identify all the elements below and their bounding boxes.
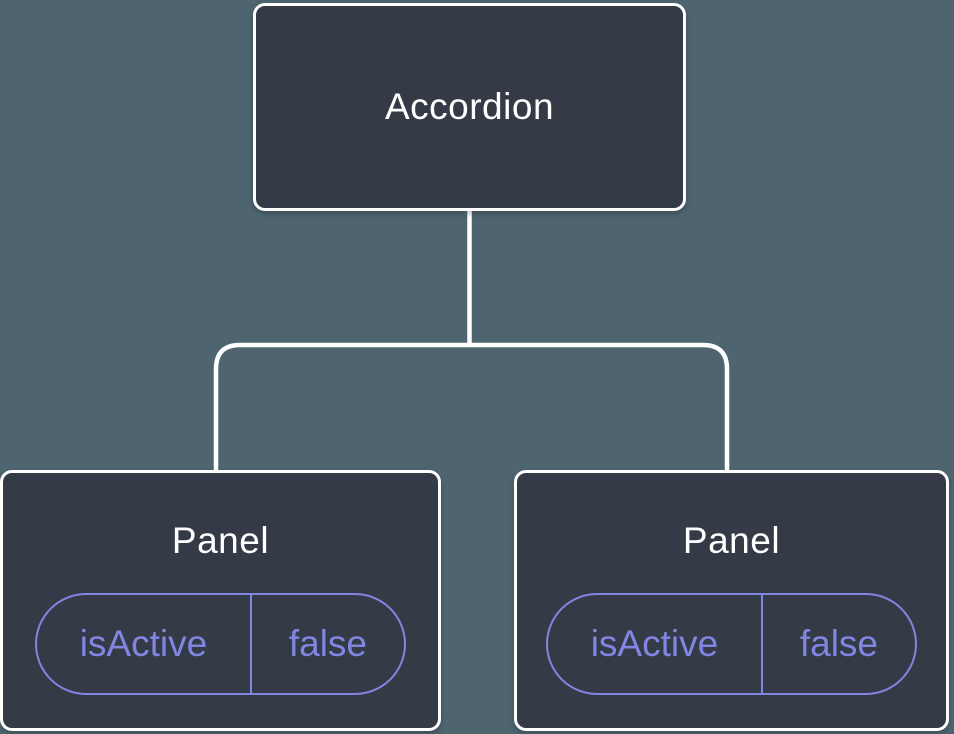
state-key-label: isActive — [79, 623, 208, 664]
state-value-label: false — [249, 595, 404, 693]
node-panel-left: Panel isActive false — [0, 470, 441, 731]
panel-right-label: Panel — [682, 520, 781, 561]
accordion-label: Accordion — [384, 86, 555, 127]
state-value-label: false — [760, 595, 915, 693]
panel-left-state-pill: isActive false — [35, 593, 406, 695]
panel-right-state-pill: isActive false — [546, 593, 917, 695]
connector-bracket — [213, 342, 730, 471]
panel-left-label: Panel — [171, 520, 270, 561]
state-key-label: isActive — [590, 623, 719, 664]
node-accordion: Accordion — [253, 3, 686, 211]
node-panel-right: Panel isActive false — [514, 470, 949, 731]
